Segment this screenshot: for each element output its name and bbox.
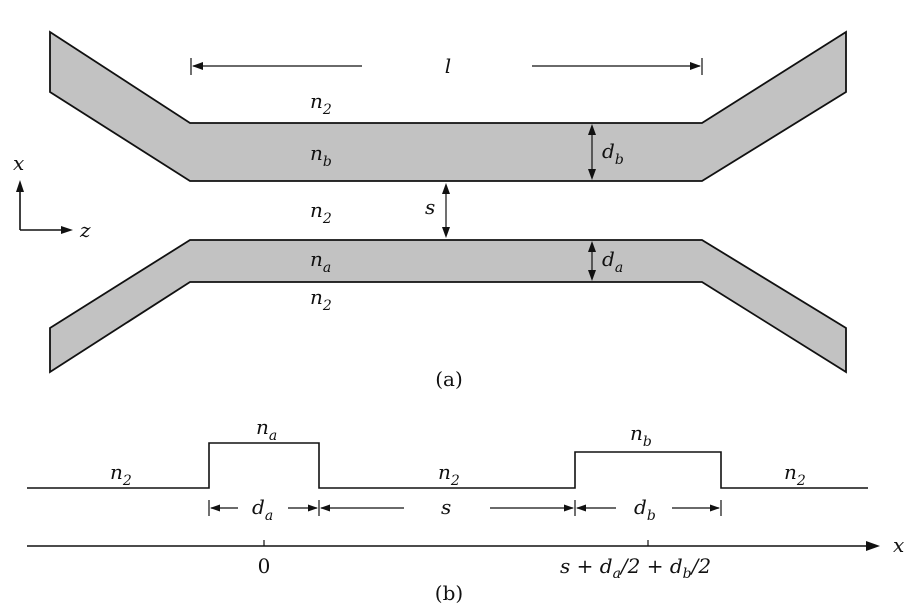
thickness-b-arrow: db [588,124,624,180]
thickness-a-label: da [602,247,623,276]
profile-x-axis: x 0 s + da/2 + db/2 [27,533,904,582]
coordinate-axes: x z [13,151,91,242]
middle-region-label: n2 [438,460,460,489]
waveguide-b [49,30,847,182]
index-profile [27,442,868,489]
width-b-label: db [634,495,656,524]
width-a-label: da [252,495,273,524]
waveguide-a [49,239,847,374]
caption-b: (b) [435,581,463,605]
axis-z-label: z [79,218,91,242]
cladding-top-label: n2 [310,89,332,118]
separation-arrow: s [425,183,450,238]
tick-origin-label: 0 [258,554,271,578]
profile-core-b-label: nb [630,421,652,450]
profile-separation-label: s [441,495,451,519]
separation-label: s [425,195,435,219]
left-region-label: n2 [110,460,132,489]
cladding-bottom-label: n2 [310,285,332,314]
length-indicator: l [190,54,703,78]
core-b-label: nb [310,141,332,170]
axis-x-label: x [13,151,24,175]
profile-core-a-label: na [256,415,277,444]
dimension-line: da s db [208,495,722,524]
core-a-label: na [310,247,331,276]
thickness-a-arrow: da [588,241,623,281]
length-label: l [445,54,451,78]
right-region-label: n2 [784,460,806,489]
caption-a: (a) [435,367,463,391]
profile-axis-label: x [893,533,904,557]
tick-center-b-label: s + da/2 + db/2 [560,554,711,582]
thickness-b-label: db [602,139,624,168]
gap-label: n2 [310,198,332,227]
